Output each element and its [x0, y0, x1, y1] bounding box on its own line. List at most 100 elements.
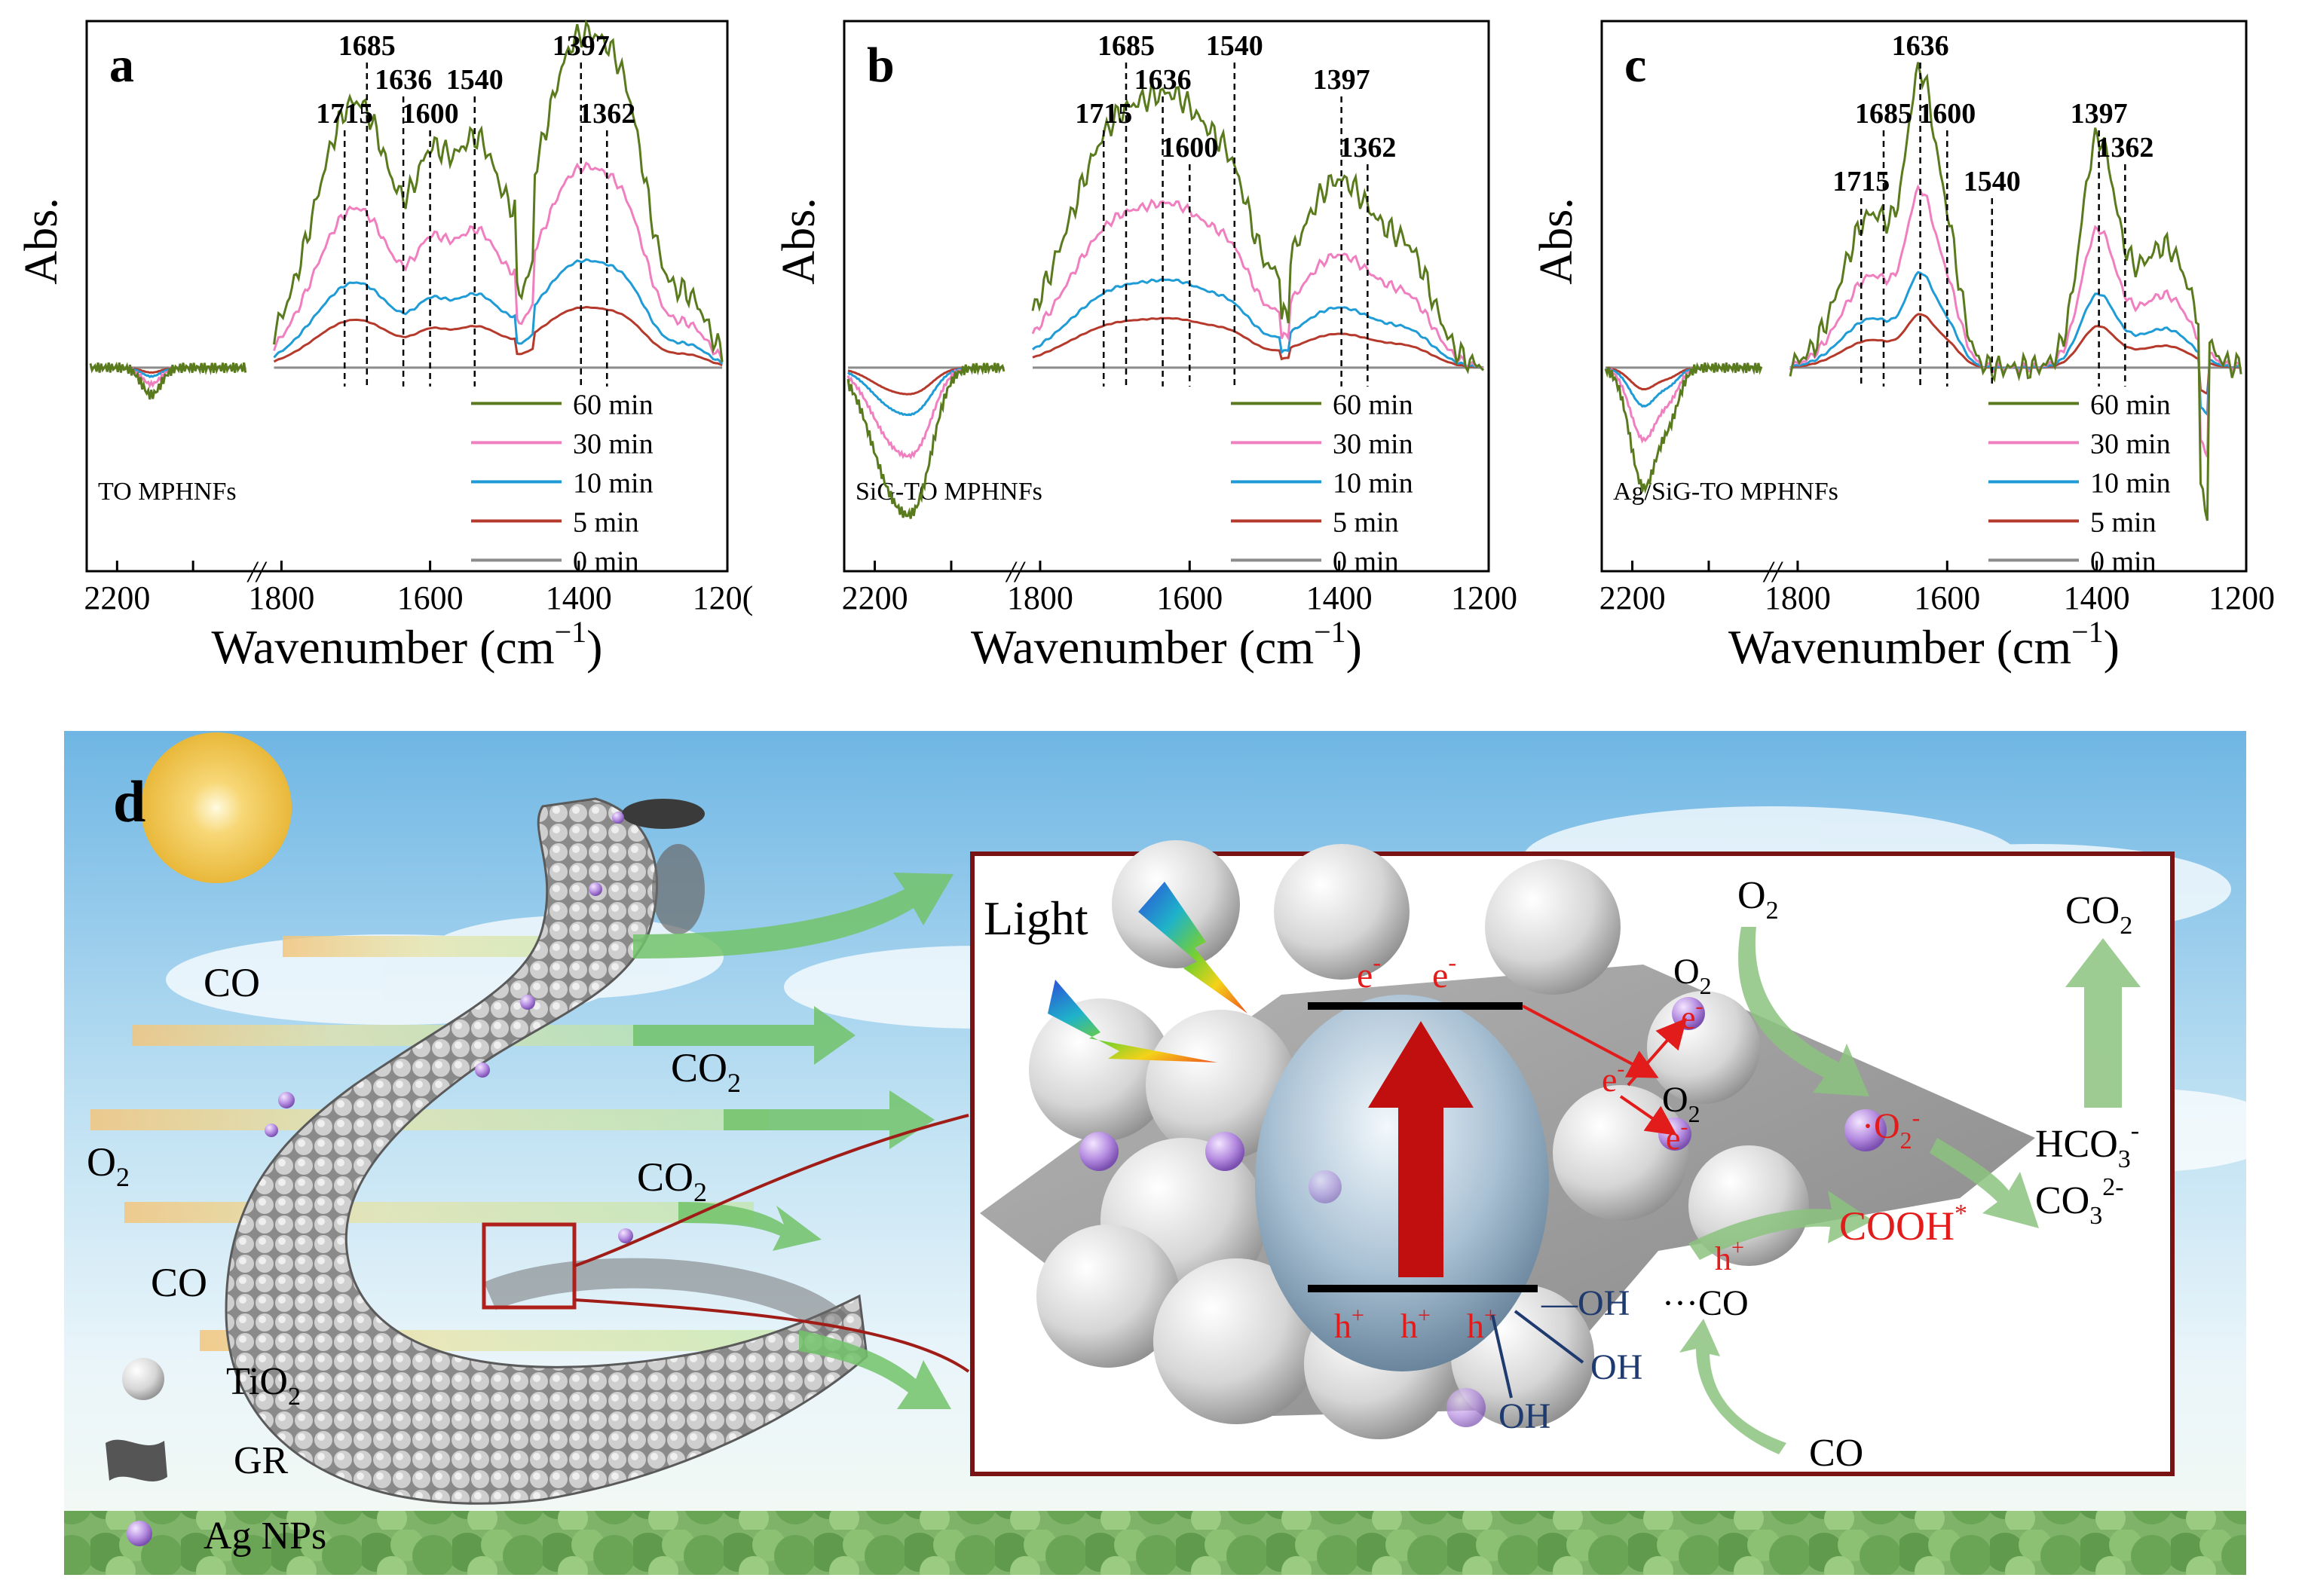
graphene-sheet-icon: [106, 1439, 167, 1481]
plot-frame: [1600, 20, 2248, 573]
peak-label: 1715: [316, 98, 373, 130]
plot-frame: [843, 20, 1490, 573]
ag-nanoparticle-icon: [127, 1521, 152, 1546]
legend-gr: GR: [234, 1439, 289, 1482]
legend-entry: 60 min: [573, 389, 654, 420]
co-reactant-bottom: CO: [1809, 1432, 1863, 1475]
x-tick-label: 1800: [1007, 579, 1073, 616]
label-o2-left: O2: [87, 1139, 130, 1192]
legend-entry: 10 min: [1333, 467, 1413, 499]
x-tick-label: 1200: [2209, 579, 2275, 616]
label-co-2: CO: [151, 1260, 207, 1305]
peak-label: 1540: [1206, 30, 1263, 62]
legend-entry: 60 min: [2090, 389, 2171, 420]
peak-label: 1685: [338, 30, 396, 62]
svg-text:e-: e-: [1602, 1056, 1624, 1099]
spectrum-curve-60-min: [89, 361, 247, 400]
peak-label: 1362: [2096, 132, 2153, 164]
peak-label: 1600: [1918, 98, 1976, 130]
peak-label: 1362: [1339, 132, 1396, 164]
legend-entry: 0 min: [1333, 546, 1399, 577]
x-axis-label: Wavenumber (cm−1): [971, 615, 1362, 674]
flow-arrows: [633, 873, 954, 1409]
co2-product: CO2: [2065, 889, 2132, 940]
gas-labels-left: CO CO2 O2 CO2 CO: [87, 960, 741, 1305]
peak-label: 1685: [1097, 30, 1155, 62]
svg-text:e-: e-: [1432, 949, 1456, 995]
svg-text:OH: OH: [1498, 1396, 1550, 1436]
peak-label: 1715: [1832, 166, 1890, 197]
tio2-sphere-icon: [122, 1358, 164, 1400]
light-bolts: [1048, 882, 1247, 1062]
x-tick-label: 1400: [1306, 579, 1373, 616]
hydroxyl-groups: —OH OH OH: [1491, 1283, 1642, 1436]
svg-text:e-: e-: [1681, 994, 1703, 1036]
legend-tio2: TiO2: [226, 1360, 301, 1411]
label-co2-1: CO2: [671, 1045, 741, 1098]
svg-text:OH: OH: [1590, 1347, 1642, 1387]
legend-entry: 0 min: [2090, 546, 2157, 577]
spectrum-curve-30-min: [1031, 198, 1484, 370]
peak-label: 1636: [1892, 30, 1949, 62]
y-axis-label: Abs.: [16, 197, 67, 284]
mechanism-scheme: d: [64, 731, 2284, 1575]
y-axis-label: Abs.: [1531, 197, 1582, 284]
axis-break-icon: //: [1005, 555, 1026, 589]
light-label: Light: [984, 891, 1088, 945]
vb-holes: h+ h+ h+: [1334, 1303, 1497, 1345]
superoxide-radical: ·O2-: [1862, 1104, 1920, 1154]
peak-label: 1397: [1313, 64, 1370, 96]
zoom-connector-bottom: [574, 1298, 970, 1373]
y-axis-label: Abs.: [773, 197, 825, 284]
legend-entry: 5 min: [573, 506, 639, 538]
legend-ag: Ag NPs: [204, 1515, 326, 1558]
x-tick-label: 1400: [2064, 579, 2130, 616]
x-tick-label: 2200: [842, 579, 908, 616]
x-tick-label: 1200: [1451, 579, 1517, 616]
svg-text:h+: h+: [1334, 1303, 1364, 1345]
sun-icon: [141, 732, 292, 883]
legend-entry: 30 min: [573, 428, 654, 460]
x-tick-label: 120(: [693, 579, 754, 616]
legend-entry: 10 min: [2090, 467, 2171, 499]
legend-entry: 0 min: [573, 546, 639, 577]
peak-label: 1397: [2071, 98, 2128, 130]
peak-label: 1362: [578, 98, 635, 130]
scheme-legend: TiO2 GR Ag NPs: [106, 1358, 326, 1558]
legend-entry: 60 min: [1333, 389, 1413, 420]
oh-co-adsorption: ···CO: [1662, 1283, 1749, 1323]
spectrum-curve-60-min: [273, 19, 724, 362]
nanofiber-spiral: [225, 797, 868, 1505]
panel-letter: a: [109, 38, 134, 93]
legend-entry: 30 min: [2090, 428, 2171, 460]
spectrum-curve-5-min: [1789, 313, 2242, 396]
x-tick-label: 2200: [1599, 579, 1666, 616]
spectrum-curve-60-min: [1789, 62, 2242, 521]
cb-electrons: e- e-: [1357, 949, 1456, 995]
x-tick-label: 1800: [1765, 579, 1831, 616]
plot-frame: [85, 20, 729, 573]
x-tick-label: 1600: [1156, 579, 1223, 616]
x-axis-label: Wavenumber (cm−1): [1728, 615, 2120, 674]
svg-text:e-: e-: [1357, 949, 1381, 995]
peak-label: 1636: [1134, 64, 1192, 96]
mechanism-inset: Light e- e- h+ h+ h+ —OH OH OH ···CO: [970, 840, 2175, 1476]
excitation-arrow: [1368, 1021, 1474, 1277]
x-tick-label: 1800: [248, 579, 314, 616]
sample-label: TO MPHNFs: [98, 478, 237, 506]
treeline: [64, 1511, 2246, 1575]
panel-d-letter: d: [113, 769, 145, 834]
peak-label: 1600: [1161, 132, 1218, 164]
spectrum-curve-5-min: [273, 305, 723, 367]
legend-entry: 5 min: [2090, 506, 2157, 538]
panel-letter: b: [867, 38, 895, 93]
x-axis-label: Wavenumber (cm−1): [212, 615, 603, 674]
spectrum-curve-10-min: [1031, 278, 1484, 369]
hole-label-reaction: h+: [1715, 1235, 1744, 1277]
peak-label: 1397: [553, 30, 610, 62]
spectrum-curve-30-min: [273, 161, 724, 363]
spectra-panels: a TO MPHNFs Abs. 2200 1800 1600 1400 120( // Wave…: [16, 19, 2275, 674]
legend-entry: 5 min: [1333, 506, 1399, 538]
